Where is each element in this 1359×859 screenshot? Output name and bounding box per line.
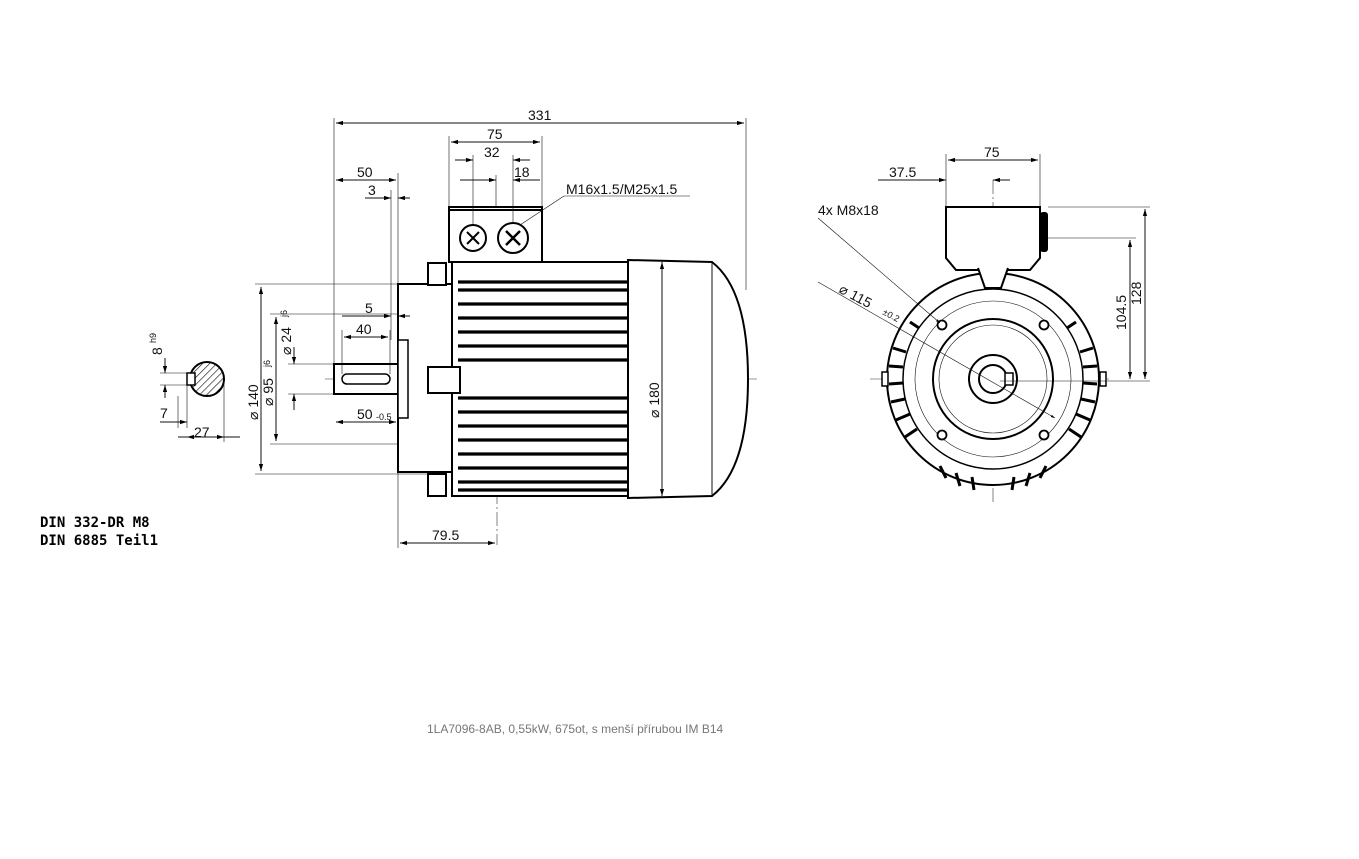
bolt-circle-label: ⌀ 115 (837, 281, 875, 311)
standard-din-6885: DIN 6885 Teil1 (40, 533, 159, 549)
cable-gland-label: M16x1.5/M25x1.5 (566, 181, 677, 197)
key-offset-label: 5 (365, 300, 373, 316)
overall-length-label: 331 (528, 107, 552, 123)
spigot-tolerance: j6 (262, 360, 272, 368)
frame-diameter-label: ⌀ 180 (646, 382, 662, 418)
shaft-length-tolerance: -0.5 (376, 412, 392, 422)
key-depth-label: 7 (160, 405, 168, 421)
gland-spacing-label: 32 (484, 144, 500, 160)
shaft-height-label: 27 (194, 424, 210, 440)
key-length-label: 40 (356, 321, 372, 337)
mounting-holes-label: 4x M8x18 (818, 202, 879, 218)
gland-offset-label: 18 (514, 164, 530, 180)
flange-step-label: 3 (368, 182, 376, 198)
end-box-width-label: 75 (984, 144, 1000, 160)
shaft-diameter-label: ⌀ 24 (278, 327, 294, 355)
shaft-length-label: 50 (357, 406, 373, 422)
height-total-label: 128 (1128, 281, 1144, 305)
flange-diameter-label: ⌀ 140 (245, 384, 261, 420)
motor-side-view: 331 75 32 18 M16x1.5/M25x1.5 50 3 5 (245, 107, 760, 548)
motor-end-view: 75 37.5 4x M8x18 ⌀ 115 ±0.2 104.5 128 (817, 144, 1150, 505)
key-width-tolerance: h9 (148, 333, 158, 343)
height-to-box-label: 104.5 (1113, 295, 1129, 330)
shaft-tolerance: j6 (279, 310, 289, 318)
spigot-diameter-label: ⌀ 95 (260, 378, 276, 406)
flange-to-box-label: 79.5 (432, 527, 459, 543)
drawing-caption: 1LA7096-8AB, 0,55kW, 675ot, s menší přír… (427, 722, 724, 736)
bolt-circle-tolerance: ±0.2 (881, 307, 901, 324)
shaft-to-flange-label: 50 (357, 164, 373, 180)
terminal-box-width-label: 75 (487, 126, 503, 142)
end-box-offset-label: 37.5 (889, 164, 916, 180)
shaft-cross-section: 8 h9 7 27 (148, 333, 240, 442)
cooling-fins (458, 280, 628, 492)
key-width-label: 8 (149, 347, 165, 355)
standard-din-332: DIN 332-DR M8 (40, 515, 150, 531)
